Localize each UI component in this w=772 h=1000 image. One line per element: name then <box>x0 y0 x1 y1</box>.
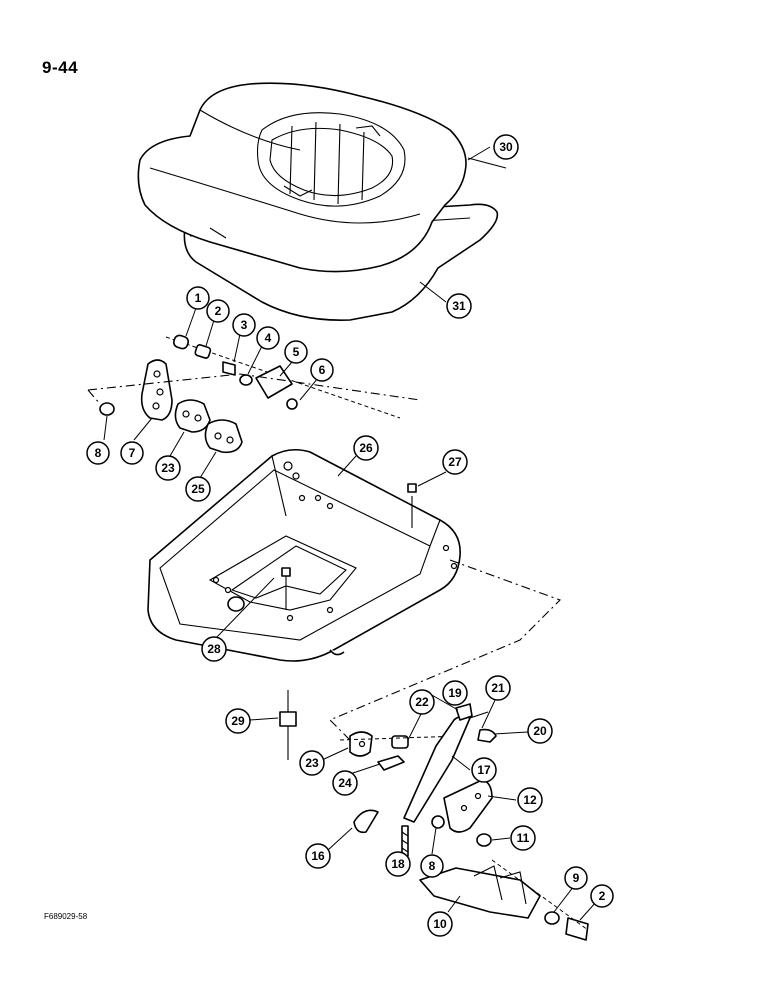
page-number: 9-44 <box>42 58 79 77</box>
callout-12: 12 <box>517 787 543 813</box>
adjuster-assembly <box>339 703 589 941</box>
svg-text:24: 24 <box>338 776 352 790</box>
svg-text:5: 5 <box>293 345 300 359</box>
callout-1: 1 <box>186 286 210 310</box>
svg-text:21: 21 <box>491 681 505 695</box>
callout-9: 9 <box>564 866 588 890</box>
svg-text:10: 10 <box>433 917 447 931</box>
callout-18: 18 <box>385 851 411 877</box>
svg-text:8: 8 <box>95 446 102 460</box>
callout-7: 7 <box>120 441 144 465</box>
callout-28: 28 <box>201 636 227 662</box>
svg-text:20: 20 <box>533 724 547 738</box>
callout-29: 29 <box>225 708 251 734</box>
leader-lines <box>103 146 597 921</box>
svg-text:22: 22 <box>415 695 429 709</box>
svg-text:9: 9 <box>573 871 580 885</box>
svg-text:4: 4 <box>265 331 272 345</box>
callout-31: 31 <box>446 293 472 319</box>
callout-3: 3 <box>232 313 256 337</box>
callout-6: 6 <box>310 358 334 382</box>
svg-text:18: 18 <box>391 857 405 871</box>
svg-text:12: 12 <box>523 793 537 807</box>
svg-text:7: 7 <box>129 446 136 460</box>
svg-text:8: 8 <box>429 859 436 873</box>
svg-text:2: 2 <box>215 304 222 318</box>
callout-17: 17 <box>471 757 497 783</box>
callout-8-upper: 8 <box>86 441 110 465</box>
svg-text:19: 19 <box>448 686 462 700</box>
svg-text:3: 3 <box>241 318 248 332</box>
callout-25: 25 <box>185 476 211 502</box>
svg-text:23: 23 <box>305 756 319 770</box>
callout-21: 21 <box>485 675 511 701</box>
callout-20: 20 <box>527 718 553 744</box>
callout-19: 19 <box>442 680 468 706</box>
callout-23-lower: 23 <box>299 750 325 776</box>
svg-text:26: 26 <box>359 441 373 455</box>
callout-8-lower: 8 <box>420 854 444 878</box>
svg-text:27: 27 <box>448 455 462 469</box>
svg-text:29: 29 <box>231 714 245 728</box>
figure-code: F689029-58 <box>44 912 88 921</box>
svg-text:30: 30 <box>499 140 513 154</box>
svg-text:17: 17 <box>477 763 491 777</box>
svg-text:23: 23 <box>161 461 175 475</box>
callout-5: 5 <box>284 340 308 364</box>
callout-2-lower: 2 <box>590 884 614 908</box>
callout-4: 4 <box>256 326 280 350</box>
svg-text:16: 16 <box>311 849 325 863</box>
bracket-7 <box>140 359 173 421</box>
svg-text:11: 11 <box>517 831 530 845</box>
mount-23 <box>174 399 211 433</box>
callout-11: 11 <box>510 825 536 851</box>
callout-10: 10 <box>427 911 453 937</box>
callout-16: 16 <box>305 843 331 869</box>
svg-text:28: 28 <box>207 642 221 656</box>
callout-30: 30 <box>493 134 519 160</box>
callout-27: 27 <box>442 449 468 475</box>
callout-26: 26 <box>353 435 379 461</box>
mount-25 <box>204 419 243 454</box>
callout-24: 24 <box>332 770 358 796</box>
svg-text:6: 6 <box>319 363 326 377</box>
seat-cushion <box>137 82 467 273</box>
svg-text:25: 25 <box>191 482 205 496</box>
callout-23-upper: 23 <box>155 455 181 481</box>
callout-22: 22 <box>409 689 435 715</box>
callout-2: 2 <box>206 299 230 323</box>
hardware-stack <box>99 334 401 419</box>
svg-text:1: 1 <box>195 291 202 305</box>
svg-text:31: 31 <box>452 299 466 313</box>
svg-text:2: 2 <box>599 889 606 903</box>
